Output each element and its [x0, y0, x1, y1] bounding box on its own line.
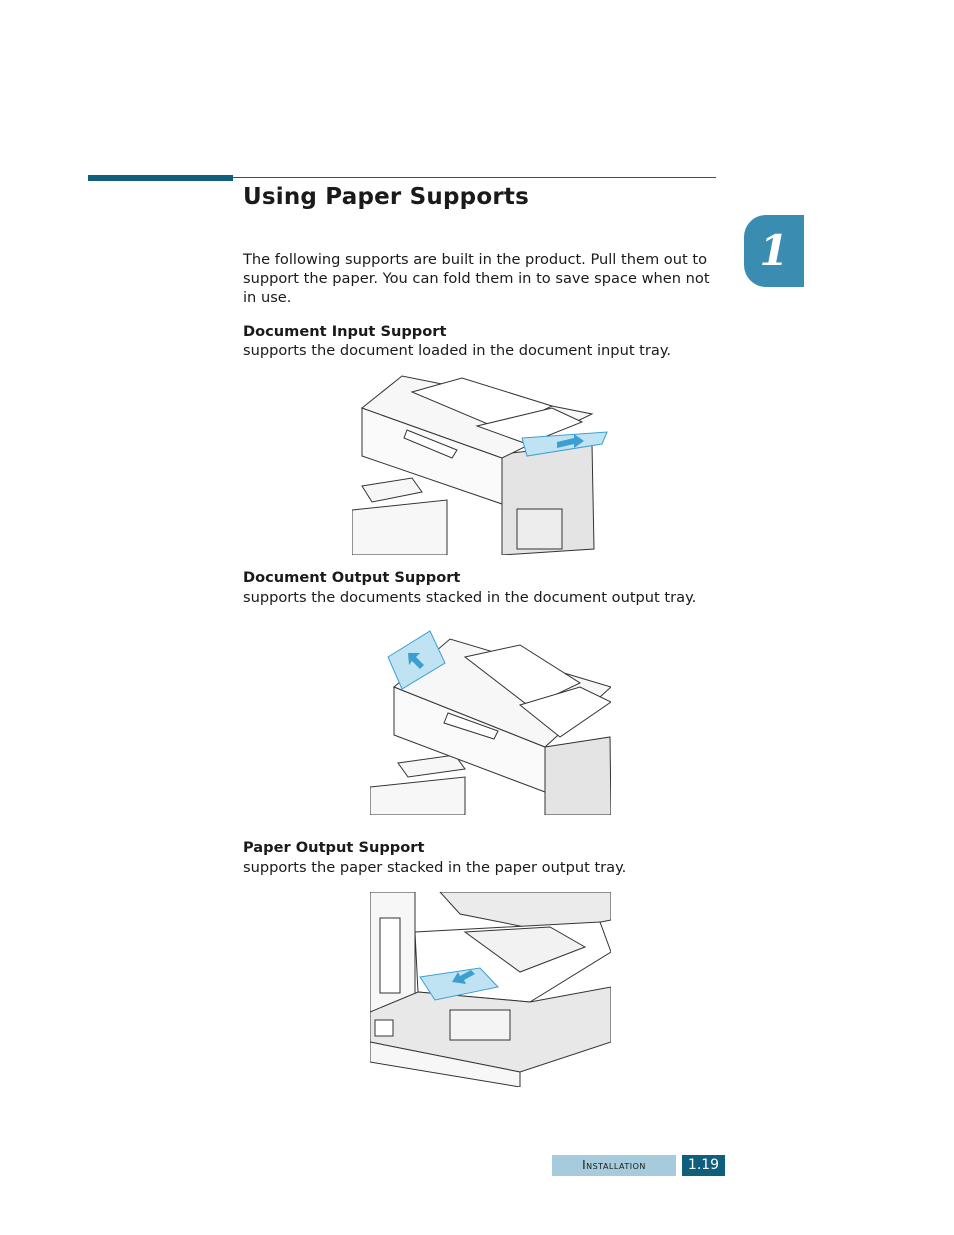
- item-description-paper-output: supports the paper stacked in the paper …: [243, 859, 627, 876]
- footer-page-number: 1.19: [682, 1155, 725, 1176]
- paper-output-support-illustration: [370, 892, 611, 1087]
- item-heading-document-output: Document Output Support: [243, 569, 461, 586]
- item-heading-document-input: Document Input Support: [243, 323, 447, 340]
- page-title: Using Paper Supports: [243, 184, 529, 210]
- section-rule-thin: [233, 177, 716, 178]
- document-output-support-illustration: [370, 630, 611, 815]
- section-rule-thick: [88, 175, 233, 181]
- intro-paragraph: The following supports are built in the …: [243, 251, 710, 306]
- item-description-document-output: supports the documents stacked in the do…: [243, 589, 697, 606]
- item-description-document-input: supports the document loaded in the docu…: [243, 342, 672, 359]
- document-input-support-illustration: [352, 375, 608, 555]
- footer-section-label: Installation: [552, 1155, 676, 1176]
- chapter-tab: 1: [744, 215, 804, 287]
- item-heading-paper-output: Paper Output Support: [243, 839, 425, 856]
